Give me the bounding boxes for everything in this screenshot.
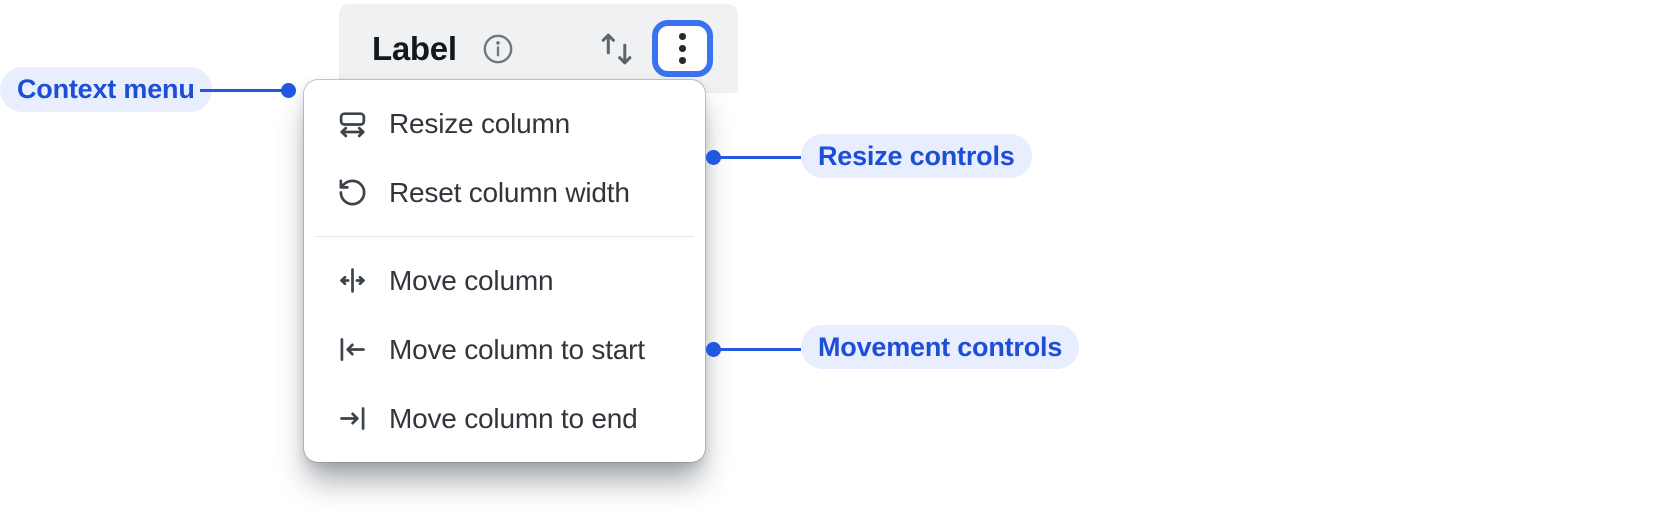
move-column-to-end-icon — [340, 407, 365, 430]
menu-divider — [315, 236, 694, 237]
annotation-movement-controls-label: Movement controls — [801, 325, 1080, 369]
column-context-menu: Resize column Reset column width Move co… — [304, 80, 705, 462]
sort-arrows-icon[interactable] — [599, 29, 635, 69]
resize-column-icon — [339, 112, 366, 138]
menu-item-label: Move column to start — [389, 333, 645, 365]
menu-item-move-column-to-start[interactable]: Move column to start — [304, 315, 705, 384]
move-column-icon — [340, 268, 365, 293]
annotation-context-menu-label: Context menu — [0, 67, 212, 112]
column-menu-kebab-button[interactable] — [652, 20, 713, 77]
move-column-to-start-icon — [340, 338, 365, 361]
menu-item-move-column[interactable]: Move column — [304, 246, 705, 315]
reset-column-width-icon — [339, 179, 366, 206]
annotation-movement-line — [714, 348, 801, 351]
annotation-resize-dot — [706, 150, 721, 165]
menu-item-reset-column-width[interactable]: Reset column width — [304, 158, 705, 227]
annotation-context-menu-dot — [281, 83, 296, 98]
menu-item-label: Move column to end — [389, 402, 638, 434]
info-icon[interactable] — [481, 32, 515, 66]
menu-item-label: Reset column width — [389, 176, 630, 208]
column-header-title: Label — [372, 29, 457, 67]
annotation-movement-dot — [706, 342, 721, 357]
annotation-resize-line — [714, 156, 801, 159]
table-column-header: Label — [339, 4, 738, 93]
menu-item-resize-column[interactable]: Resize column — [304, 89, 705, 158]
kebab-menu-icon — [679, 33, 686, 40]
annotation-context-menu-line — [200, 89, 282, 92]
menu-item-move-column-to-end[interactable]: Move column to end — [304, 384, 705, 453]
annotation-resize-controls-label: Resize controls — [801, 134, 1032, 178]
menu-item-label: Resize column — [389, 107, 571, 139]
menu-item-label: Move column — [389, 264, 554, 296]
